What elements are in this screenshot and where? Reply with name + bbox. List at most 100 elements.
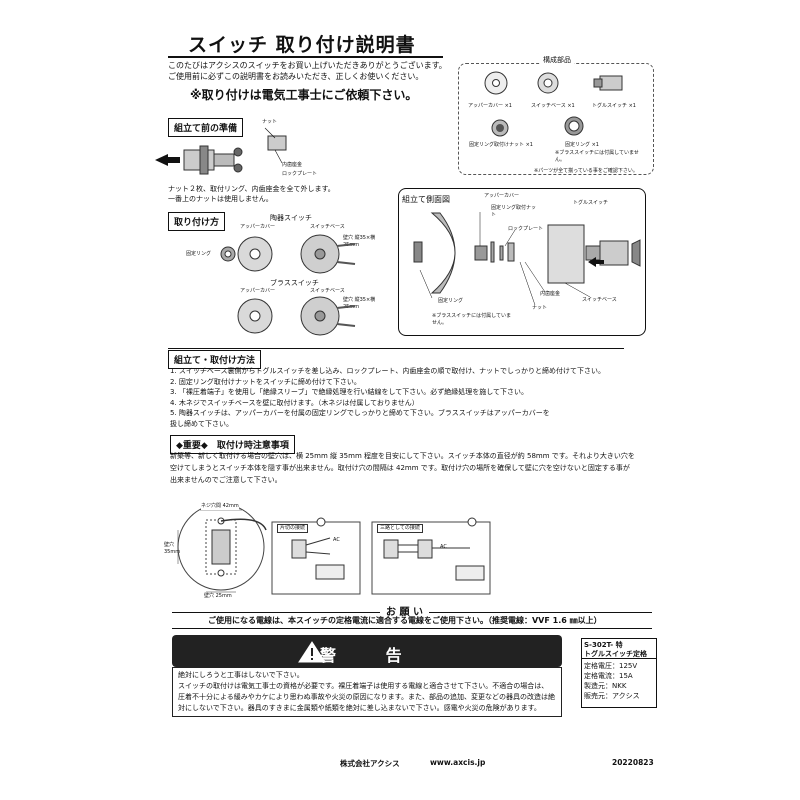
spec-model: S-302T- 特 [584, 641, 623, 649]
brass-note: ※ブラススイッチには付属していません。 [555, 150, 639, 163]
brass-cover-icon [237, 298, 273, 334]
brass-base-icon [300, 296, 340, 336]
side-upper-cover-label: アッパーカバー [484, 193, 520, 199]
request-bottom-rule [172, 628, 652, 629]
ring-nut-part-icon [491, 119, 509, 137]
prep-washer-label: 内歯座金 [282, 162, 303, 168]
method-step: 5. 陶器スイッチは、アッパーカバーを付属の固定リングでしっかりと締めて下さい。… [170, 409, 550, 417]
warning-line: スイッチの取付けは電気工事士の資格が必要です。裸圧着端子は使用する電線と適合させ… [178, 682, 549, 690]
side-washer-label: 内歯座金 [540, 291, 561, 297]
parts-footnote: ※パーツが全て揃っている事をご確認下さい。 [534, 168, 638, 174]
method-step: 2. 固定リング取付けナットをスイッチに締め付けて下さい。 [170, 377, 361, 386]
method-step: 1. スイッチベース裏側からトグルスイッチを差し込み、ロックプレート、内歯座金の… [170, 367, 606, 375]
prep-line: ナット２枚、取付リング、内歯座金を全て外します。 [168, 185, 335, 193]
ac-label: AC [333, 537, 340, 543]
warning-body-box [172, 667, 562, 717]
side-view-heading: 組立て側面図 [402, 195, 450, 204]
arrow-left-icon [588, 257, 604, 267]
title-underline [168, 56, 443, 58]
toggle-switch-part-icon [593, 75, 623, 91]
warning-line: 対にしないで下さい。器具のすきまに金属類や紙類を絶対に差し込まないで下さい。感電… [178, 704, 541, 712]
wire-icon [336, 243, 356, 265]
dimension-diagram [177, 503, 267, 593]
brass-upper-cover-label: アッパーカバー [240, 288, 276, 294]
footer-url[interactable]: www.axcis.jp [430, 758, 486, 767]
hole-width-label: 壁穴 25mm [204, 593, 232, 599]
spec-divider [581, 658, 657, 659]
method-step: 4. 木ネジでスイッチベースを壁に取付けます。（木ネジは付属しておりません） [170, 398, 419, 407]
part-label: 固定リング取付けナット ×1 [469, 142, 533, 148]
prep-heading: 組立て前の準備 [168, 118, 244, 137]
mount-heading: 取り付け方 [168, 212, 226, 231]
parts-heading: 構成部品 [540, 55, 574, 65]
ceramic-base-icon [300, 234, 340, 274]
single-pole-label: 片切の接続 [277, 524, 309, 533]
prep-lockplate-label: ロックプレート [282, 171, 318, 177]
ceramic-title: 陶器スイッチ [270, 214, 312, 222]
method-divider [168, 348, 624, 349]
three-way-label: 三路としての接続 [377, 524, 423, 533]
side-lockplate-label: ロックプレート [508, 226, 544, 232]
fixing-ring-part-icon [564, 116, 584, 136]
side-ring-nut-label: 固定リング取付ナット [491, 205, 537, 218]
intro-text: このたびはアクシスのスイッチをお買い上げいただきありがとうございます。 ご使用前… [168, 60, 447, 82]
prep-line: 一番上のナットは使用しません。 [168, 195, 273, 203]
method-step: 扱し締めて下さい。 [170, 419, 233, 428]
brass-switch-base-label: スイッチベース [310, 288, 345, 294]
spec-box [581, 638, 657, 708]
warning-line: 圧着不十分による緩みやカケにより思わぬ事故や火災の原因になります。また、部品の追… [178, 693, 555, 701]
three-way-diagram [371, 517, 491, 595]
footer-company: 株式会社アクシス [340, 759, 400, 768]
single-pole-diagram [271, 517, 361, 595]
important-line: 新築等、新しく取付ける場合の壁穴は、横 25mm 縦 35mm 程度を目安にして… [170, 452, 635, 460]
upper-cover-part-icon [484, 71, 508, 95]
arrow-left-icon [155, 154, 180, 166]
warning-body: 絶対にしろうと工事はしないで下さい。 スイッチの取付けは電気工事士の資格が必要で… [178, 670, 558, 714]
prep-nut-label: ナット [262, 119, 278, 125]
warning-banner [172, 635, 562, 667]
important-text: 新築等、新しく取付ける場合の壁穴は、横 25mm 縦 35mm 程度を目安にして… [170, 450, 650, 486]
warning-line: 絶対にしろうと工事はしないで下さい。 [178, 671, 304, 679]
side-nut-label: ナット [532, 305, 548, 311]
fixing-ring-label: 固定リング [186, 251, 212, 257]
side-view-panel [398, 188, 646, 336]
footer-code: 20220823 [612, 758, 654, 767]
important-heading: ◆重要◆ 取付け時注意事項 [170, 435, 295, 454]
warning-title: 警 告 [320, 646, 424, 665]
ceramic-upper-cover-label: アッパーカバー [240, 224, 276, 230]
spec-row: 定格電流：15A [584, 672, 633, 680]
side-toggle-label: トグルスイッチ [573, 200, 609, 206]
ac-label: AC [440, 544, 447, 550]
part-label: スイッチベース ×1 [531, 103, 575, 109]
side-brass-note: ※ブラススイッチには付属していません。 [432, 313, 511, 326]
method-steps: 1. スイッチベース裏側からトグルスイッチを差し込み、ロックプレート、内歯座金の… [170, 366, 630, 429]
part-label: 固定リング ×1 [565, 142, 599, 148]
important-line: 空けてしまうとスイッチ本体を隠す事が出来ません。取付け穴の間隔は 42mm です… [170, 464, 630, 472]
request-heading: お 願 い [380, 603, 429, 618]
spec-row: 製造元：NKK [584, 682, 627, 690]
spec-rows: 定格電圧：125V 定格電流：15A 製造元：NKK 販売元：アクシス [584, 661, 640, 701]
part-label: アッパーカバー ×1 [468, 103, 512, 109]
prep-text: ナット２枚、取付リング、内歯座金を全て外します。 一番上のナットは使用しません。 [168, 184, 335, 204]
screw-pitch-label: ネジ穴間 42mm [201, 503, 239, 510]
wire-icon [336, 305, 356, 327]
request-text: ご使用になる電線は、本スイッチの定格電流に適合する電線をご使用下さい。（推奨電線… [208, 616, 602, 625]
ceramic-switch-base-label: スイッチベース [310, 224, 345, 230]
intro-line: ご使用前に必ずこの説明書をお読みいただき、正しくお使いください。 [168, 72, 424, 81]
side-ring-label: 固定リング [438, 298, 464, 304]
page-title: スイッチ 取り付け説明書 [188, 34, 416, 56]
part-label: トグルスイッチ ×1 [592, 103, 636, 109]
intro-line: このたびはアクシスのスイッチをお買い上げいただきありがとうございます。 [168, 61, 447, 70]
switch-base-part-icon [537, 72, 559, 94]
method-heading: 組立て・取付け方法 [168, 350, 262, 369]
method-step: 3. 「裸圧着端子」を使用し「絶縁スリーブ」で絶縁処理を行い結線をして下さい。必… [170, 388, 529, 396]
spec-name: トグルスイッチ定格 [584, 650, 647, 658]
important-line: 出来ませんのでご注意して下さい。 [170, 476, 282, 484]
spec-row: 定格電圧：125V [584, 662, 638, 670]
ceramic-cover-icon [237, 236, 273, 272]
